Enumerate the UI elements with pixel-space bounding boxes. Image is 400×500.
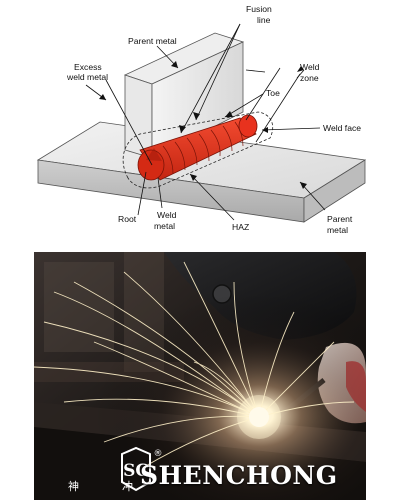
label-parent-metal-top: Parent metal bbox=[128, 36, 177, 46]
label-toe: Toe bbox=[266, 88, 280, 98]
label-weld-metal-1: Weld bbox=[157, 210, 177, 220]
label-fusion-line-1: Fusion bbox=[246, 4, 272, 14]
label-weld-zone-1: Weld bbox=[300, 62, 320, 72]
weld-bead bbox=[137, 114, 258, 181]
welding-photo: SC ® 神 冲 bbox=[34, 252, 366, 500]
welding-scene: SC ® bbox=[34, 252, 366, 500]
label-fusion-line-2: line bbox=[257, 15, 271, 25]
logo-letters: SC bbox=[123, 461, 149, 481]
sparks bbox=[34, 261, 355, 468]
leader-lines bbox=[85, 23, 326, 221]
logo-char-right: 冲 bbox=[122, 480, 133, 493]
registered-mark: ® bbox=[154, 449, 163, 459]
label-weld-zone-2: zone bbox=[300, 73, 319, 83]
label-haz: HAZ bbox=[232, 222, 249, 232]
brand-name: SHENCHONG bbox=[140, 461, 338, 490]
label-excess-weld-metal-1: Excess bbox=[74, 62, 102, 72]
label-weld-face: Weld face bbox=[323, 123, 361, 133]
vertical-plate bbox=[123, 32, 245, 159]
logo-char-left: 神 bbox=[68, 480, 79, 493]
label-root: Root bbox=[118, 214, 137, 224]
label-parent-metal-right-1: Parent bbox=[327, 214, 353, 224]
label-weld-metal-2: metal bbox=[154, 221, 175, 231]
label-excess-weld-metal-2: weld metal bbox=[66, 72, 108, 82]
label-parent-metal-right-2: metal bbox=[327, 225, 348, 235]
weld-anatomy-diagram: Fusion line Parent metal Excess weld met… bbox=[36, 4, 367, 235]
brand-logo: SC ® bbox=[121, 446, 163, 492]
leader-arrowheads bbox=[99, 61, 307, 189]
